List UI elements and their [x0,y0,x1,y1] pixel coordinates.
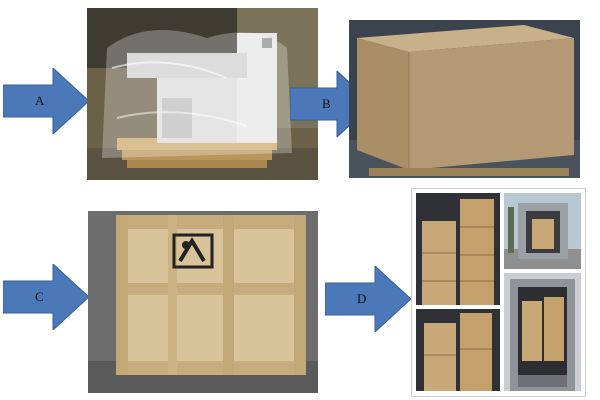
collage-tile-loaded-container [504,273,581,391]
collage-tile-container-truck [504,193,581,269]
photo-machine-wrapped [87,8,318,180]
arrow-a [3,68,89,134]
photo-cardboard-box [349,20,580,178]
arrow-a-label: A [35,93,45,108]
arrow-d-label: D [357,291,367,306]
photo-container-collage [411,188,586,397]
arrow-b-label: B [322,96,331,111]
arrow-c [3,264,89,330]
photo-wooden-crate [88,211,318,393]
arrow-d [325,266,411,332]
arrow-c-label: C [35,289,44,304]
collage-tile-crates-rear [416,309,500,391]
collage-tile-stacked-crates [416,193,500,305]
